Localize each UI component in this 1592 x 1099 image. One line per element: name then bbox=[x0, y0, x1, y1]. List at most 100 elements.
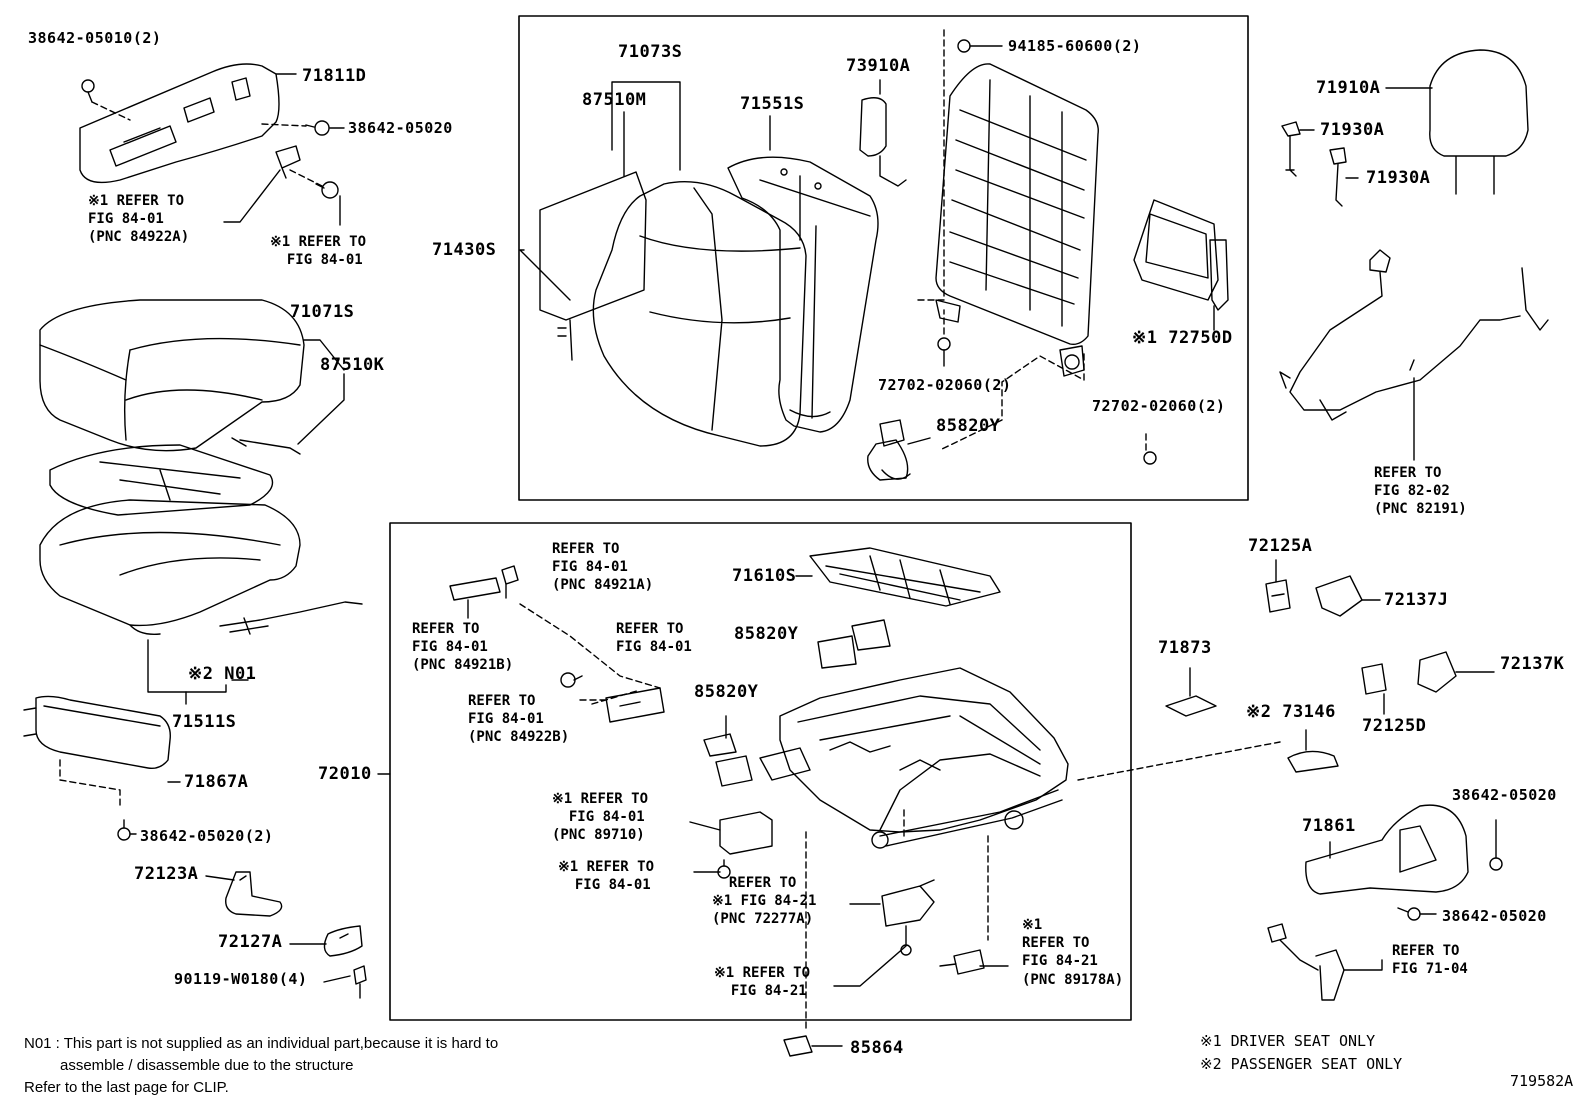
label-73910a: 73910A bbox=[846, 56, 911, 76]
seatback-frame-drawing bbox=[935, 63, 1099, 377]
ref-fig-84-01-b: REFER TO FIG 84-01 bbox=[616, 621, 692, 656]
label-87510k: 87510K bbox=[320, 355, 385, 375]
label-72010: 72010 bbox=[318, 764, 372, 784]
label-72125a: 72125A bbox=[1248, 536, 1313, 556]
switch-bezel-drawing bbox=[449, 565, 519, 601]
cover-72137k-drawing bbox=[1417, 651, 1457, 693]
label-71073s: 71073S bbox=[618, 42, 683, 62]
bracket-72123a-drawing bbox=[225, 871, 283, 917]
label-38642-05010: 38642-05010(2) bbox=[28, 29, 162, 47]
cover-72137j-drawing bbox=[1315, 575, 1363, 617]
seat-belt-buckle-drawing bbox=[1267, 923, 1345, 1001]
ref-fig-84-01-pnc-84922b: REFER TO FIG 84-01 (PNC 84922B) bbox=[468, 693, 570, 746]
label-38642-05020-2: 38642-05020(2) bbox=[140, 827, 274, 845]
bolt-90119-drawing bbox=[353, 965, 367, 999]
ref-fig-71-04: REFER TO FIG 71-04 bbox=[1392, 943, 1468, 978]
ref-fig-84-21-pnc-72277a: REFER TO ※1 FIG 84-21 (PNC 72277A) bbox=[712, 875, 817, 928]
seatback-group-box bbox=[518, 15, 1249, 501]
seatback-pad-drawing bbox=[727, 156, 879, 433]
label-72702-02060-b: 72702-02060(2) bbox=[1092, 397, 1226, 415]
label-38642-05020-c: 38642-05020 bbox=[1442, 907, 1547, 925]
connector-89178a-drawing bbox=[939, 949, 985, 975]
part-85864-drawing bbox=[783, 1035, 813, 1057]
label-72125d: 72125D bbox=[1362, 716, 1427, 736]
ref-fig-82-02: REFER TO FIG 82-02 (PNC 82191) bbox=[1374, 465, 1467, 518]
ref-fig-84-21-a: ※1 REFER TO FIG 84-21 bbox=[714, 965, 811, 1000]
cushion-spring-71610s-drawing bbox=[809, 547, 1001, 607]
label-72127a: 72127A bbox=[218, 932, 283, 952]
ecu-89710-drawing bbox=[719, 811, 773, 855]
label-72123a: 72123A bbox=[134, 864, 199, 884]
ref-fig-84-21-pnc-89178a: ※1 REFER TO FIG 84-21 (PNC 89178A) bbox=[1022, 917, 1124, 988]
front-cover-71867a-drawing bbox=[35, 695, 171, 770]
recliner-motor-85820y-drawing bbox=[867, 419, 911, 481]
legend-passenger-seat: ※2 PASSENGER SEAT ONLY bbox=[1200, 1055, 1403, 1073]
label-n01: ※2 N01 bbox=[188, 664, 257, 684]
bracket-72125d-drawing bbox=[1361, 663, 1387, 695]
ref-fig-84-01-pnc-84922a: ※1 REFER TO FIG 84-01 (PNC 84922A) bbox=[88, 193, 190, 246]
sensor-72277a-drawing bbox=[881, 879, 935, 927]
figure-id: 719582A bbox=[1510, 1072, 1574, 1090]
seat-track-group-box bbox=[389, 522, 1132, 1021]
seat-cushion-pad-drawing bbox=[39, 499, 301, 635]
headrest-71910a-drawing bbox=[1429, 49, 1529, 195]
label-85820y-b: 85820Y bbox=[734, 624, 799, 644]
side-airbag-72750d-drawing bbox=[1133, 199, 1229, 311]
wire-harness-drawing bbox=[1279, 249, 1549, 421]
label-38642-05020-a: 38642-05020 bbox=[348, 119, 453, 137]
bracket-72125a-drawing bbox=[1265, 579, 1291, 613]
cover-73146-drawing bbox=[1287, 750, 1339, 773]
leader-lines-top-left bbox=[91, 101, 323, 187]
label-85820y-c: 85820Y bbox=[694, 682, 759, 702]
n01-wire-drawing bbox=[219, 601, 363, 635]
seat-cushion-cover-drawing bbox=[39, 299, 305, 452]
label-71930a-b: 71930A bbox=[1366, 168, 1431, 188]
label-94185-60600: 94185-60600(2) bbox=[1008, 37, 1142, 55]
cover-71873-drawing bbox=[1165, 695, 1217, 717]
label-72137j: 72137J bbox=[1384, 590, 1449, 610]
note-n01-line2: assemble / disassemble due to the struct… bbox=[60, 1057, 354, 1074]
ref-fig-84-01-pnc-84921a: REFER TO FIG 84-01 (PNC 84921A) bbox=[552, 541, 654, 594]
label-73146: ※2 73146 bbox=[1246, 702, 1336, 722]
seat-adjuster-72010-drawing bbox=[759, 667, 1069, 849]
ref-fig-84-01-c: ※1 REFER TO FIG 84-01 bbox=[558, 859, 655, 894]
side-cover-71811d-drawing bbox=[79, 63, 339, 199]
seat-heater-pad-drawing bbox=[49, 437, 301, 516]
label-71861: 71861 bbox=[1302, 816, 1356, 836]
ref-fig-84-01-pnc-84921b: REFER TO FIG 84-01 (PNC 84921B) bbox=[412, 621, 514, 674]
bracket-72127a-drawing bbox=[323, 925, 363, 957]
ref-fig-84-01-pnc-89710: ※1 REFER TO FIG 84-01 (PNC 89710) bbox=[552, 791, 649, 844]
slide-motor-85820y-b-drawing bbox=[817, 619, 891, 669]
seatback-cover-drawing bbox=[539, 171, 807, 447]
note-n01-line1: N01 : This part is not supplied as an in… bbox=[24, 1035, 499, 1052]
label-38642-05020-b: 38642-05020 bbox=[1452, 786, 1557, 804]
legend-driver-seat: ※1 DRIVER SEAT ONLY bbox=[1200, 1032, 1376, 1050]
label-71930a-a: 71930A bbox=[1320, 120, 1385, 140]
label-71430s: 71430S bbox=[432, 240, 497, 260]
label-85820y-a: 85820Y bbox=[936, 416, 1001, 436]
label-71873: 71873 bbox=[1158, 638, 1212, 658]
ref-fig-84-01-a: ※1 REFER TO FIG 84-01 bbox=[270, 234, 367, 269]
label-72137k: 72137K bbox=[1500, 654, 1565, 674]
label-71610s: 71610S bbox=[732, 566, 797, 586]
switch-84922b-drawing bbox=[605, 687, 665, 723]
note-clip: Refer to the last page for CLIP. bbox=[24, 1079, 229, 1096]
label-71867a: 71867A bbox=[184, 772, 249, 792]
label-85864: 85864 bbox=[850, 1038, 904, 1058]
shield-71861-drawing bbox=[1305, 804, 1469, 895]
headrest-support-lock-71930a-drawing bbox=[1329, 147, 1347, 207]
headrest-support-71930a-drawing bbox=[1281, 121, 1301, 177]
label-87510m: 87510M bbox=[582, 90, 647, 110]
label-72702-02060-a: 72702-02060(2) bbox=[878, 376, 1012, 394]
label-71071s: 71071S bbox=[290, 302, 355, 322]
lifter-motor-85820y-c-drawing bbox=[703, 733, 753, 787]
label-71511s: 71511S bbox=[172, 712, 237, 732]
label-71811d: 71811D bbox=[302, 66, 367, 86]
label-71910a: 71910A bbox=[1316, 78, 1381, 98]
headrest-switch-73910a-drawing bbox=[859, 97, 907, 187]
label-71551s: 71551S bbox=[740, 94, 805, 114]
label-90119-w0180: 90119-W0180(4) bbox=[174, 970, 308, 988]
label-72750d: ※1 72750D bbox=[1132, 328, 1233, 348]
